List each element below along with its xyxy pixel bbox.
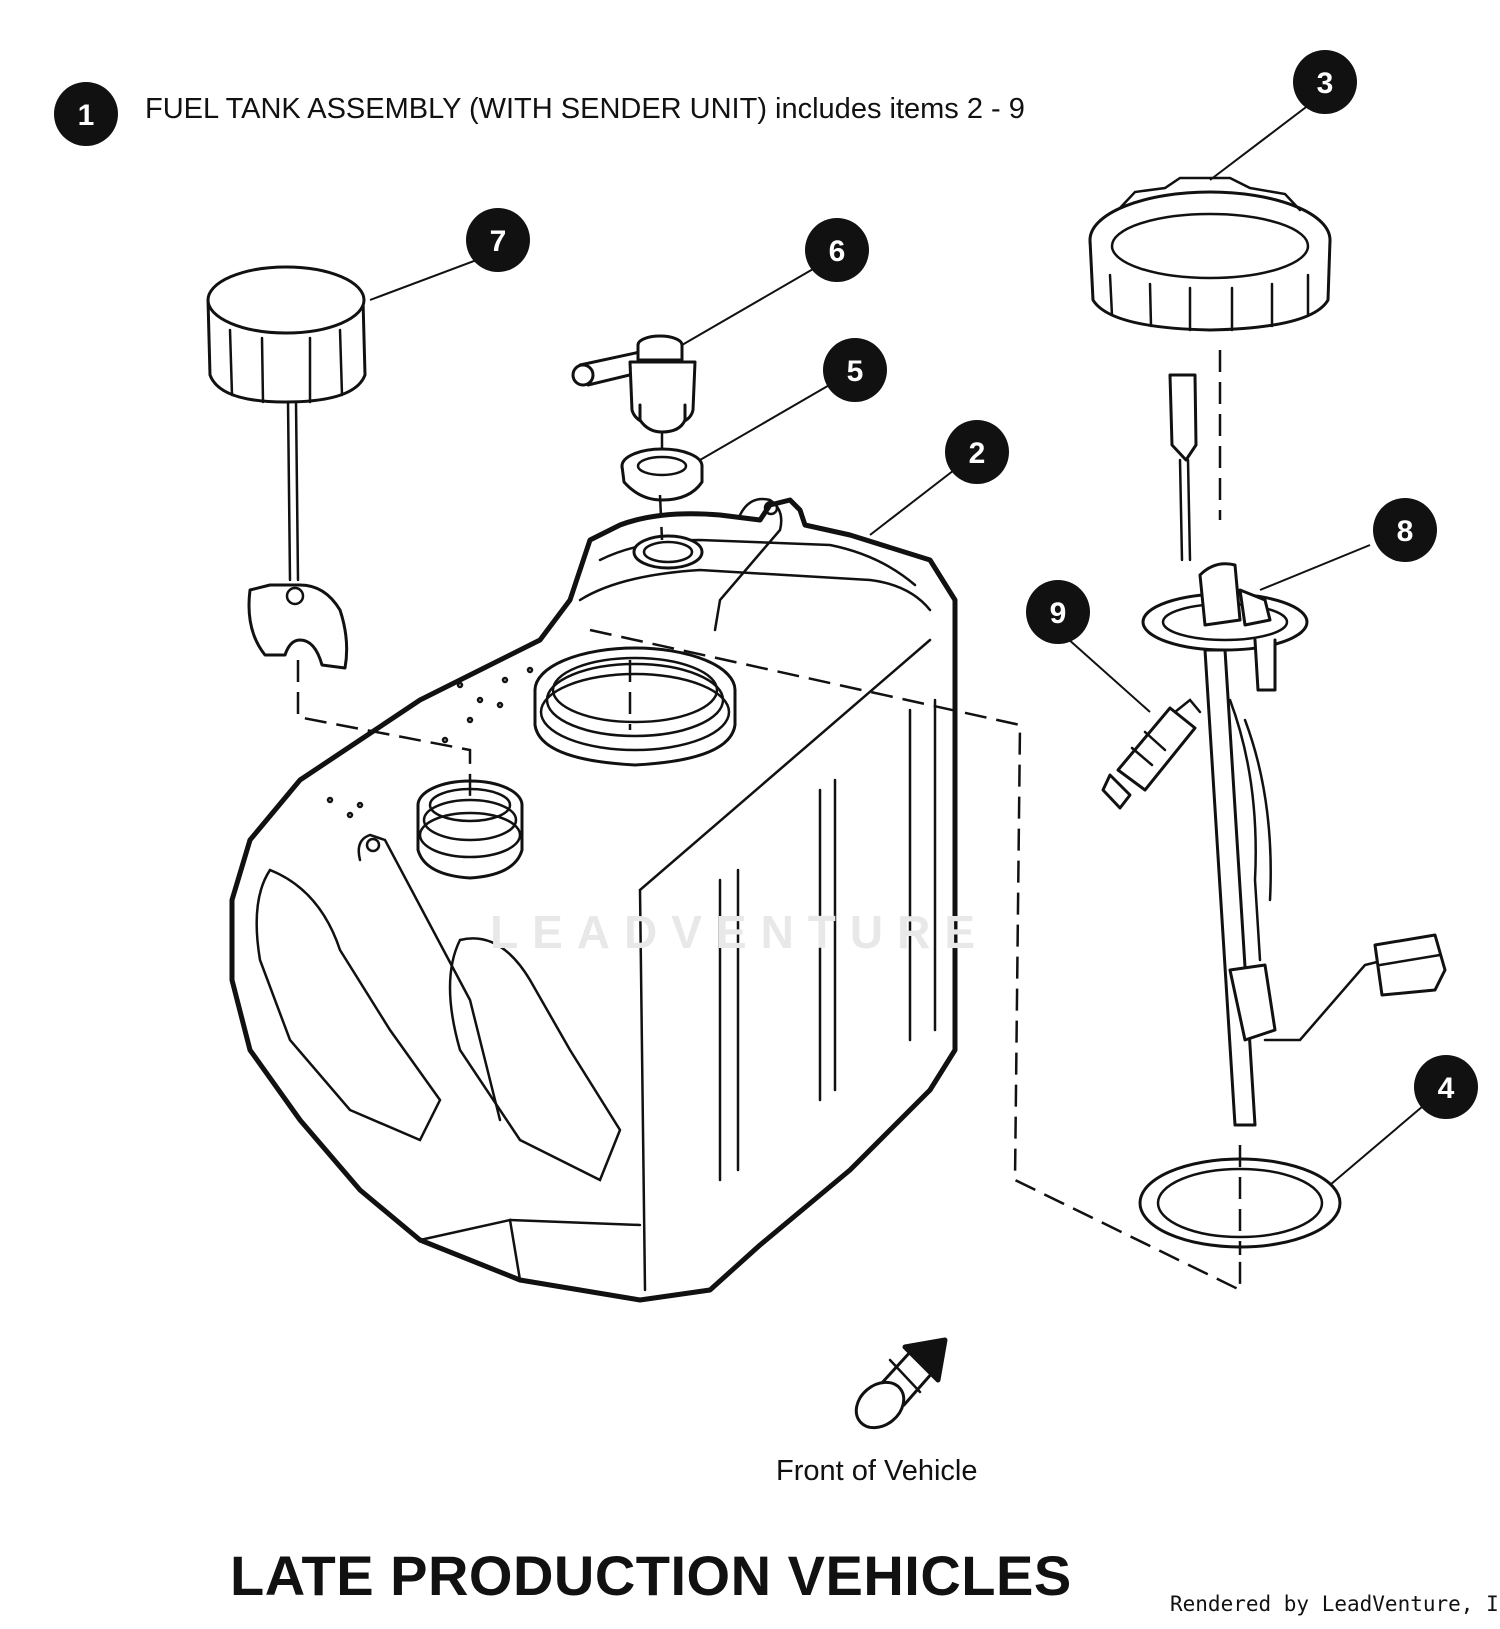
callout-9: 9 — [1026, 580, 1090, 644]
fuel-cap — [206, 265, 367, 670]
callout-5-number: 5 — [847, 355, 864, 388]
callout-8: 8 — [1373, 498, 1437, 562]
callout-9-number: 9 — [1050, 597, 1067, 630]
callout-8-number: 8 — [1397, 515, 1414, 548]
fuel-tank-body — [229, 497, 958, 1303]
front-arrow-icon — [854, 1337, 948, 1430]
callout-3-number: 3 — [1317, 67, 1334, 100]
callout-5: 5 — [823, 338, 887, 402]
watermark: LEADVENTURE — [490, 906, 990, 958]
callout-7: 7 — [466, 208, 530, 272]
callout-6-number: 6 — [829, 235, 846, 268]
callout-3: 3 — [1293, 50, 1357, 114]
callout-1: 1 — [54, 82, 118, 146]
callout-1-number: 1 — [78, 99, 95, 132]
callout-4-number: 4 — [1438, 1072, 1455, 1105]
lock-ring — [1088, 176, 1332, 332]
callout-2-number: 2 — [969, 437, 986, 470]
fuel-sender-unit — [1141, 373, 1447, 1127]
rollover-valve — [571, 334, 697, 434]
credit-line: Rendered by LeadVenture, Inc — [1170, 1592, 1500, 1616]
assembly-guide-lines — [296, 350, 1242, 1293]
direction-label: Front of Vehicle — [776, 1455, 978, 1487]
callout-7-number: 7 — [490, 225, 507, 258]
assembly-description: FUEL TANK ASSEMBLY (WITH SENDER UNIT) in… — [145, 93, 1025, 125]
callout-2: 2 — [945, 420, 1009, 484]
sender-gasket — [1138, 1157, 1342, 1249]
leader-lines — [369, 97, 1437, 1186]
page-title: LATE PRODUCTION VEHICLES — [230, 1544, 1072, 1607]
callout-6: 6 — [805, 218, 869, 282]
callout-4: 4 — [1414, 1055, 1478, 1119]
grommet — [620, 447, 704, 502]
temperature-sensor — [1101, 698, 1202, 810]
